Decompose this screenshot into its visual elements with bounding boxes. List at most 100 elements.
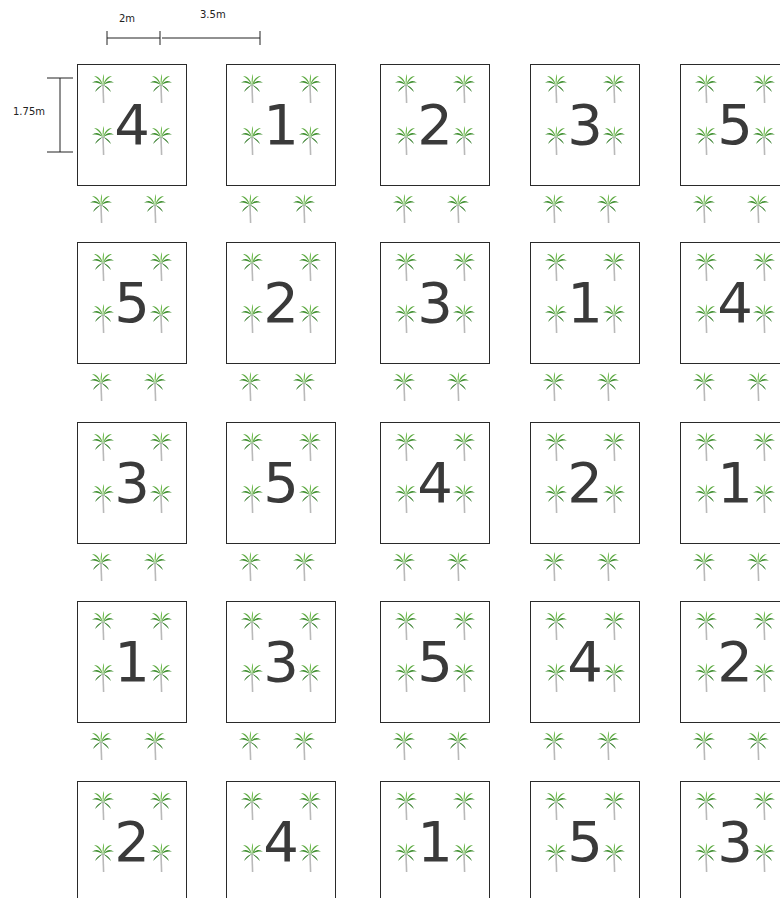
palm-tree <box>453 663 475 692</box>
palm-tree <box>92 126 114 155</box>
palm-tree <box>753 126 775 155</box>
palm-tree <box>293 552 315 581</box>
palm-tree <box>603 252 625 281</box>
palm-tree <box>395 126 417 155</box>
treatment-number: 4 <box>417 455 453 511</box>
palm-tree <box>695 843 717 872</box>
palm-tree <box>144 194 166 223</box>
palm-tree <box>150 432 172 461</box>
plot-box: 3 <box>680 781 780 898</box>
plot-box: 5 <box>226 422 336 544</box>
treatment-number: 2 <box>114 814 150 870</box>
palm-tree <box>695 484 717 513</box>
palm-tree <box>395 252 417 281</box>
palm-tree <box>144 731 166 760</box>
palm-tree <box>299 304 321 333</box>
palm-tree <box>453 791 475 820</box>
treatment-number: 2 <box>263 275 299 331</box>
treatment-number: 1 <box>417 814 453 870</box>
palm-tree <box>453 74 475 103</box>
palm-tree <box>695 304 717 333</box>
palm-tree <box>150 663 172 692</box>
palm-tree <box>545 484 567 513</box>
plot-box: 2 <box>680 601 780 723</box>
palm-tree <box>597 194 619 223</box>
palm-tree <box>545 611 567 640</box>
palm-tree <box>92 611 114 640</box>
treatment-number: 1 <box>717 455 753 511</box>
palm-tree <box>603 484 625 513</box>
palm-tree <box>92 663 114 692</box>
palm-tree <box>150 252 172 281</box>
treatment-number: 5 <box>417 634 453 690</box>
palm-tree <box>241 843 263 872</box>
palm-tree <box>545 74 567 103</box>
palm-tree <box>299 663 321 692</box>
palm-tree <box>239 552 261 581</box>
palm-tree <box>92 791 114 820</box>
palm-tree <box>753 843 775 872</box>
plot-box: 5 <box>77 242 187 364</box>
palm-tree <box>395 611 417 640</box>
palm-tree <box>447 372 469 401</box>
treatment-number: 3 <box>263 634 299 690</box>
plot-box: 3 <box>226 601 336 723</box>
palm-tree <box>597 372 619 401</box>
palm-tree <box>695 74 717 103</box>
treatment-number: 4 <box>717 275 753 331</box>
palm-tree <box>395 304 417 333</box>
palm-tree <box>299 484 321 513</box>
palm-tree <box>603 126 625 155</box>
plot-box: 1 <box>380 781 490 898</box>
palm-tree <box>241 611 263 640</box>
palm-tree <box>299 432 321 461</box>
palm-tree <box>753 791 775 820</box>
palm-tree <box>241 304 263 333</box>
plot-box: 2 <box>530 422 640 544</box>
palm-tree <box>150 126 172 155</box>
palm-tree <box>545 252 567 281</box>
plot-box: 4 <box>380 422 490 544</box>
palm-tree <box>543 194 565 223</box>
palm-tree <box>545 126 567 155</box>
plot-box: 5 <box>680 64 780 186</box>
palm-tree <box>293 731 315 760</box>
palm-tree <box>603 843 625 872</box>
palm-tree <box>545 663 567 692</box>
palm-tree <box>447 731 469 760</box>
palm-tree <box>239 372 261 401</box>
treatment-number: 4 <box>263 814 299 870</box>
treatment-number: 2 <box>417 97 453 153</box>
palm-tree <box>92 843 114 872</box>
palm-tree <box>753 663 775 692</box>
palm-tree <box>753 611 775 640</box>
palm-tree <box>597 731 619 760</box>
plot-box: 2 <box>77 781 187 898</box>
palm-tree <box>144 372 166 401</box>
treatment-number: 3 <box>417 275 453 331</box>
treatment-number: 4 <box>114 97 150 153</box>
palm-tree <box>150 304 172 333</box>
plot-box: 1 <box>77 601 187 723</box>
palm-tree <box>453 484 475 513</box>
palm-tree <box>747 194 769 223</box>
plot-box: 3 <box>380 242 490 364</box>
plot-box: 2 <box>226 242 336 364</box>
palm-tree <box>299 126 321 155</box>
palm-tree <box>453 126 475 155</box>
dimension-label: 2m <box>118 13 136 24</box>
palm-tree <box>695 611 717 640</box>
palm-tree <box>747 731 769 760</box>
palm-tree <box>453 252 475 281</box>
palm-tree <box>395 663 417 692</box>
palm-tree <box>299 74 321 103</box>
palm-tree <box>299 611 321 640</box>
dimension-label: 3.5m <box>199 9 227 20</box>
palm-tree <box>90 552 112 581</box>
palm-tree <box>543 372 565 401</box>
plot-box: 5 <box>380 601 490 723</box>
treatment-number: 3 <box>114 455 150 511</box>
palm-tree <box>90 731 112 760</box>
plot-box: 2 <box>380 64 490 186</box>
treatment-number: 2 <box>717 634 753 690</box>
